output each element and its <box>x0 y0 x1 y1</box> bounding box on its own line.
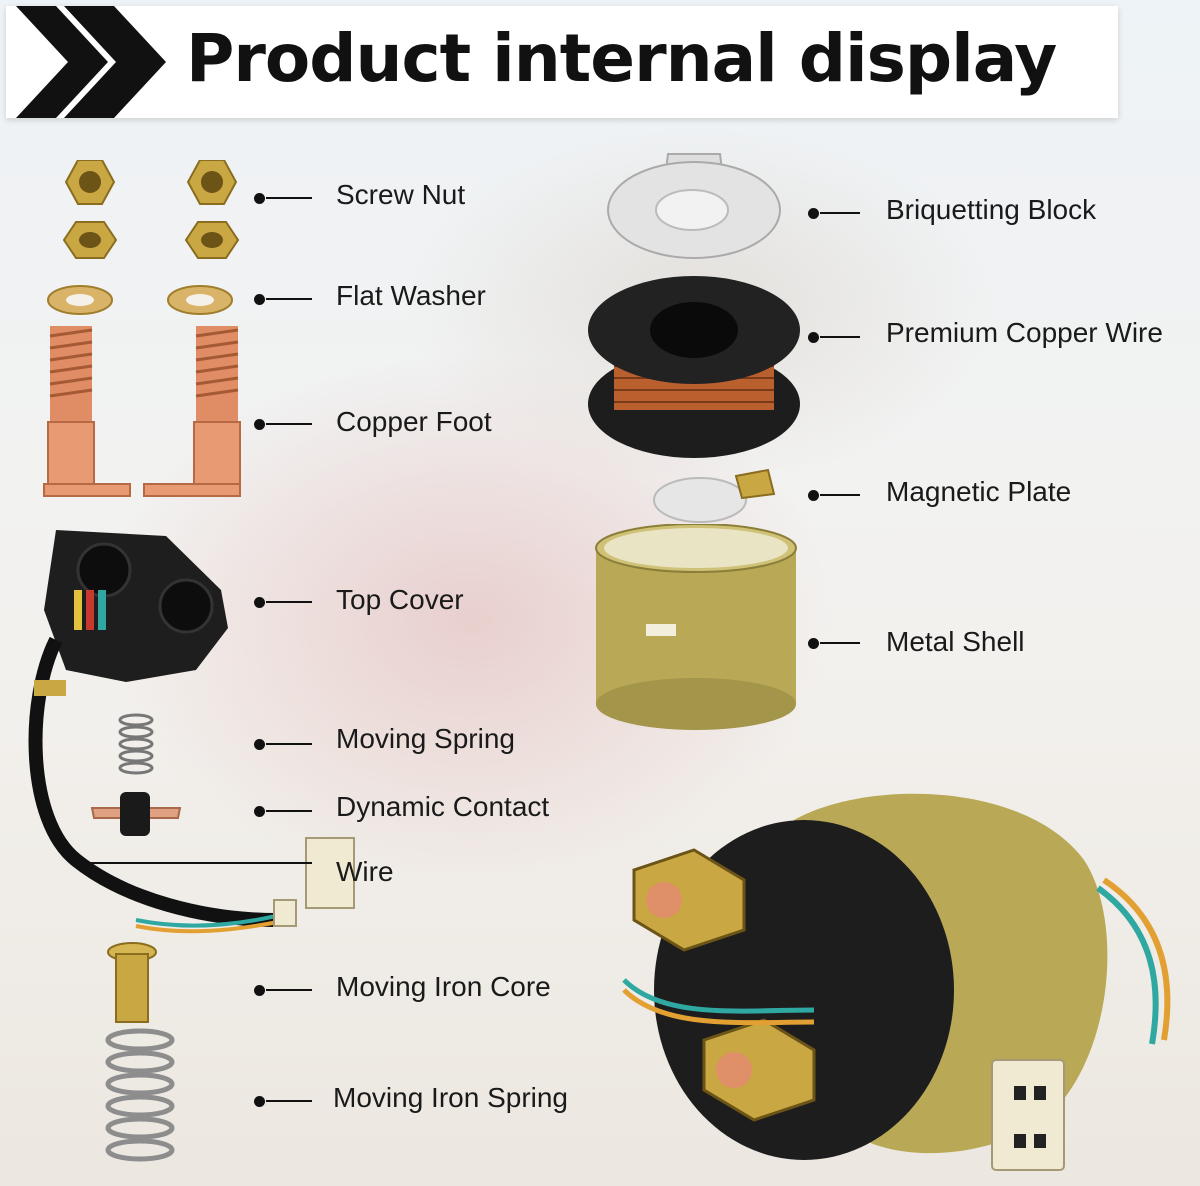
briquetting-block-image <box>607 153 781 259</box>
leader-line <box>820 336 860 338</box>
flat-washer-image <box>47 285 233 315</box>
leader-line <box>266 197 312 199</box>
leader-dot <box>254 806 265 817</box>
leader-dot <box>254 419 265 430</box>
copper-wire-spool-image <box>588 276 800 458</box>
leader-line <box>266 298 312 300</box>
label-magnetic-plate: Magnetic Plate <box>886 476 1072 507</box>
label-metal-shell: Metal Shell <box>886 626 1025 657</box>
leader-dot <box>254 739 265 750</box>
label-dynamic-contact: Dynamic Contact <box>336 791 550 822</box>
label-wire: Wire <box>336 856 394 887</box>
leader-dot <box>254 193 265 204</box>
chevron-right-icon <box>6 6 171 118</box>
leader-dot <box>808 208 819 219</box>
leader-line <box>820 494 860 496</box>
label-briquetting-block: Briquetting Block <box>886 194 1097 225</box>
metal-shell-image <box>595 524 797 730</box>
leader-line <box>266 989 312 991</box>
leader-dot <box>254 597 265 608</box>
top-cover-image <box>28 530 355 934</box>
leader-line <box>266 1100 312 1102</box>
leader-line <box>86 862 312 864</box>
leader-dot <box>254 985 265 996</box>
dynamic-contact-image <box>90 792 182 836</box>
header-banner: Product internal display <box>6 6 1118 118</box>
leader-line <box>266 810 312 812</box>
moving-spring-image <box>118 713 154 775</box>
leader-dot <box>808 490 819 501</box>
label-flat-washer: Flat Washer <box>336 280 486 311</box>
moving-iron-spring-image <box>105 1028 175 1162</box>
label-top-cover: Top Cover <box>336 584 464 615</box>
label-moving-iron-spring: Moving Iron Spring <box>333 1082 569 1113</box>
leader-line <box>266 601 312 603</box>
moving-iron-core-image <box>107 942 157 1023</box>
copper-foot-image <box>43 326 241 497</box>
magnetic-plate-image <box>653 468 776 523</box>
leader-dot <box>74 858 85 869</box>
leader-line <box>266 423 312 425</box>
page-title: Product internal display <box>186 20 1057 97</box>
screw-nut-image <box>62 160 240 259</box>
leader-line <box>266 743 312 745</box>
leader-dot <box>808 332 819 343</box>
leader-line <box>820 642 860 644</box>
label-premium-copper-wire: Premium Copper Wire <box>886 317 1163 348</box>
label-moving-spring: Moving Spring <box>336 723 515 754</box>
label-moving-iron-core: Moving Iron Core <box>336 971 551 1002</box>
label-copper-foot: Copper Foot <box>336 406 492 437</box>
assembled-solenoid-image <box>622 793 1171 1171</box>
leader-dot <box>254 1096 265 1107</box>
leader-line <box>820 212 860 214</box>
label-screw-nut: Screw Nut <box>336 179 466 210</box>
leader-dot <box>808 638 819 649</box>
leader-dot <box>254 294 265 305</box>
